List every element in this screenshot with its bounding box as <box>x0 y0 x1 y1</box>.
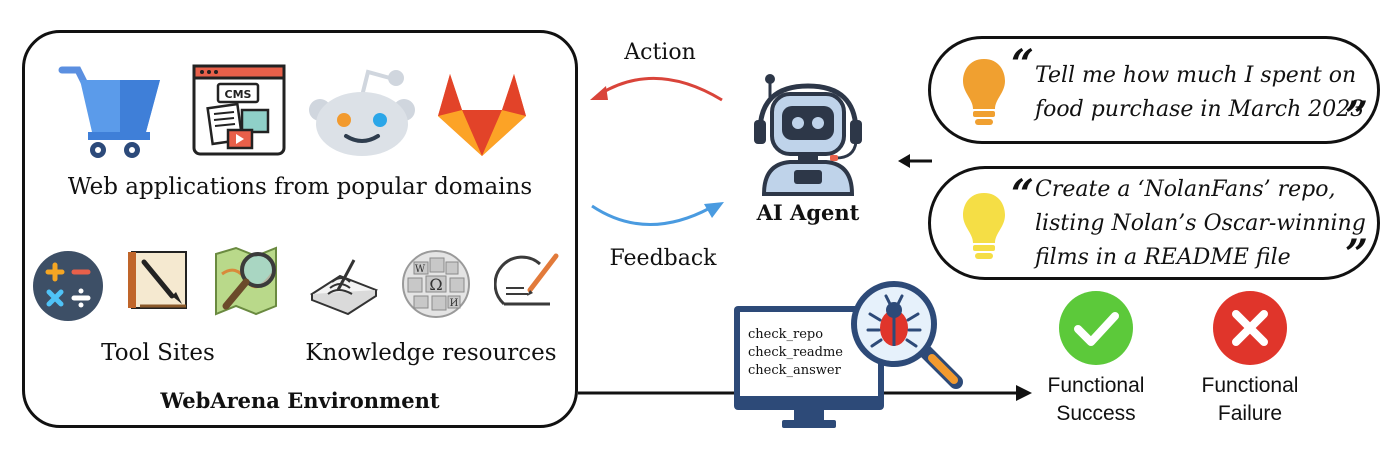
svg-text:W: W <box>415 264 426 275</box>
feedback-arrow <box>586 190 726 230</box>
check-answer-text: check_answer <box>748 363 841 378</box>
lightbulb-icon <box>963 193 1005 259</box>
bug-magnifier-icon <box>846 280 966 392</box>
cms-icon: CMS <box>190 62 290 160</box>
functional-failure-line-2: Failure <box>1217 402 1283 425</box>
notebook-pen-icon <box>124 248 196 312</box>
check-repo-text: check_repo <box>748 327 824 342</box>
map-magnifier-icon <box>212 244 290 318</box>
tool-sites-label: Tool Sites <box>101 340 215 366</box>
wikipedia-globe-icon: Ω W И <box>400 248 472 320</box>
intent-2-line-1: Create a ‘NolanFans’ repo, <box>1035 177 1336 202</box>
environment-title: WebArena Environment <box>160 388 440 413</box>
gitlab-icon <box>434 70 530 160</box>
intent-1-line-1: Tell me how much I spent on <box>1035 63 1357 88</box>
robot-icon <box>748 72 868 196</box>
reddit-icon <box>306 66 418 158</box>
feedback-label: Feedback <box>609 246 717 271</box>
intent-bubble-1: “ Tell me how much I spent on food purch… <box>928 36 1380 144</box>
functional-success-line-1: Functional <box>1047 374 1145 397</box>
lightbulb-icon <box>963 59 1005 125</box>
intent-2-line-3: films in a README file <box>1035 245 1291 270</box>
open-quote: “ <box>1011 171 1035 218</box>
svg-text:И: И <box>450 298 459 309</box>
intent-bubble-2: “ Create a ‘NolanFans’ repo, listing Nol… <box>928 166 1380 280</box>
shopping-cart-icon <box>58 62 168 162</box>
ai-agent-label: AI Agent <box>756 200 860 225</box>
check-icon <box>1058 290 1134 366</box>
action-label: Action <box>624 40 696 65</box>
intent-1-line-2: food purchase in March 2023 <box>1035 97 1365 122</box>
close-quote: ” <box>1345 93 1369 140</box>
intent-2-line-2: listing Nolan’s Oscar-winning <box>1035 211 1366 236</box>
scratchpad-icon <box>494 250 560 312</box>
svg-text:CMS: CMS <box>225 88 252 101</box>
cross-icon <box>1212 290 1288 366</box>
intent-arrow <box>896 152 936 170</box>
functional-failure-line-1: Functional <box>1201 374 1299 397</box>
action-arrow <box>586 66 726 106</box>
webarena-environment-box <box>22 30 578 428</box>
knowledge-resources-label: Knowledge resources <box>305 340 557 366</box>
open-book-icon <box>306 256 382 316</box>
svg-text:Ω: Ω <box>429 275 442 294</box>
web-apps-label: Web applications from popular domains <box>67 174 533 200</box>
functional-success-line-2: Success <box>1056 402 1136 425</box>
calculator-icon <box>32 250 104 322</box>
check-readme-text: check_readme <box>748 345 844 360</box>
close-quote: ” <box>1345 231 1369 278</box>
open-quote: “ <box>1011 41 1035 88</box>
